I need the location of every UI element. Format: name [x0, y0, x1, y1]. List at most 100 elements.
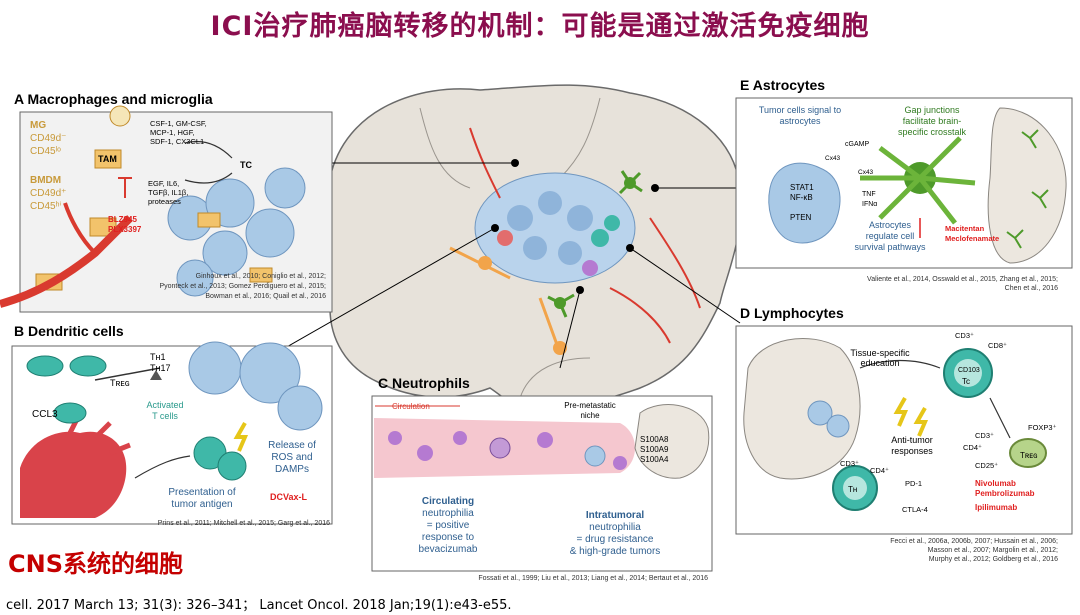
panel-b-presentation-1: Presentation of	[168, 487, 235, 498]
panel-e-cx43-a: Cx43	[825, 155, 841, 162]
connector-c-dot	[576, 286, 584, 294]
panel-d-arrow-education	[859, 359, 941, 369]
panel-a-bmdm-marker-2: CD45ʰⁱ	[30, 201, 61, 212]
panel-a-drug-2: PLX3397	[108, 225, 142, 234]
panel-a-factors-top-1: CSF-1, GM-CSF,	[150, 119, 207, 128]
panel-b-tcell-2	[69, 355, 107, 377]
panel-e-signal-2: astrocytes	[779, 116, 821, 126]
panel-e-gap-1: Gap junctions	[904, 105, 960, 115]
brain-fold-1	[419, 107, 471, 189]
panel-e-regulate-3: survival pathways	[854, 242, 926, 252]
panel-e-cx43-b: Cx43	[858, 169, 874, 176]
panel-e: E Astrocytes Tumor cells signal to astro…	[735, 77, 1073, 292]
panel-d-cd103: CD103	[958, 367, 980, 374]
panel-b-dcvax: DCVax-L	[270, 492, 308, 502]
panel-a-tumor-cell-5	[264, 167, 306, 209]
panel-b: B Dendritic cells Tʜ1 Tʜ17 Tʀᴇɢ CCL3 Act…	[11, 323, 333, 527]
panel-d-cd4: CD4⁺	[963, 443, 982, 452]
connector-a-dot	[511, 159, 519, 167]
panel-a-factors-bottom-2: TGFβ, IL1β,	[148, 188, 188, 197]
panel-c-s100a8: S100A8	[640, 435, 669, 444]
panel-c-niche-2: niche	[580, 411, 600, 420]
panel-e-title: E Astrocytes	[740, 77, 825, 93]
panel-e-cgamp: cGAMP	[845, 141, 869, 148]
panel-e-astrocyte-small-2	[1031, 189, 1049, 209]
panel-a-drug-1: BLZ945	[108, 215, 137, 224]
panel-a-tam-cell	[94, 149, 122, 169]
panel-a-factors-bottom-1: EGF, IL6,	[148, 179, 179, 188]
mechanism-figure: A Macrophages and microglia MG CD49d⁻	[0, 68, 1080, 588]
panel-c-neutrophil-1	[388, 431, 402, 445]
panel-d-drug-1: Nivolumab	[975, 479, 1016, 488]
panel-b-tcell-3	[53, 402, 87, 424]
panel-c-circ-1: Circulating	[422, 496, 474, 507]
panel-c-circ-5: bevacizumab	[419, 544, 478, 555]
panel-b-title: B Dendritic cells	[14, 323, 124, 339]
panel-a-refs-2: Pyonteck et al., 2013; Gomez Perdiguero …	[159, 283, 326, 290]
panel-d-cd3c: CD3⁺	[840, 459, 859, 468]
panel-b-activated-1: Activated	[146, 400, 183, 410]
panel-a-title: A Macrophages and microglia	[14, 91, 213, 107]
panel-a-mg-cell	[109, 105, 131, 127]
panel-e-mini-brain	[987, 107, 1067, 264]
tumor-tcell-1	[591, 229, 609, 247]
connector-e-dot	[651, 184, 659, 192]
panel-d-refs-1: Fecci et al., 2006a, 2006b, 2007; Hussai…	[890, 538, 1058, 545]
panel-e-drug-2: Meclofenamate	[945, 234, 999, 243]
panel-a-cells	[35, 105, 306, 297]
panel-d-cd8: CD8⁺	[988, 341, 1007, 350]
panel-b-balance-beam	[94, 367, 161, 381]
panel-d-title: D Lymphocytes	[740, 305, 844, 321]
panel-e-stat1: STAT1	[790, 183, 814, 192]
panel-e-ifna: IFNα	[862, 201, 877, 208]
panel-b-release-1: Release of	[268, 440, 316, 451]
panel-a: A Macrophages and microglia MG CD49d⁻	[0, 91, 333, 313]
panel-b-treg: Tʀᴇɢ	[110, 378, 130, 388]
panel-a-bmdm-marker-1: CD49d⁺	[30, 188, 66, 199]
tumor-cell-3	[567, 205, 593, 231]
panel-c-s100a9: S100A9	[640, 445, 669, 454]
panel-a-tc-label: TC	[240, 160, 252, 170]
tumor-cell-1	[507, 205, 533, 231]
panel-d-th-label: Tʜ	[848, 485, 857, 494]
brain-microglia-2	[553, 341, 567, 355]
panel-e-astrocyte-small-3	[1006, 229, 1024, 249]
panel-c-circ-4: response to	[422, 532, 475, 543]
brain-astrocyte-1-body	[624, 177, 636, 189]
panel-a-refs-3: Bowman et al., 2016; Quail et al., 2016	[205, 293, 326, 300]
panel-b-tcell-1	[26, 355, 64, 377]
tumor-tcell-2	[604, 215, 620, 231]
central-brain	[329, 84, 742, 419]
panel-c: C Neutrophils Circulation Pre-metastatic…	[371, 375, 713, 582]
panel-d-education-2: education	[860, 358, 899, 368]
panel-d-antitumor-2: responses	[891, 446, 933, 456]
panel-e-refs-1: Valiente et al., 2014, Osswald et al., 2…	[867, 276, 1058, 283]
connector-b	[249, 227, 496, 369]
connector-d	[629, 247, 741, 324]
brain-vessel-3	[609, 287, 671, 344]
panel-e-regulate-1: Astrocytes	[869, 220, 912, 230]
brain-astrocyte-1	[618, 170, 643, 195]
panel-b-release-3: DAMPs	[275, 464, 309, 475]
panel-b-balance-fulcrum	[150, 370, 162, 380]
panel-c-neutrophil-5	[537, 432, 553, 448]
panel-c-niche-neutrophil	[613, 456, 627, 470]
panel-d-treg-label: Tʀᴇɢ	[1020, 451, 1038, 460]
panel-a-tumor-cell-6	[176, 259, 214, 297]
panel-b-activated-2: T cells	[152, 411, 178, 421]
panel-b-th1: Tʜ1	[150, 352, 165, 362]
cns-cells-heading: CNS系统的细胞	[8, 550, 183, 578]
panel-c-title: C Neutrophils	[378, 375, 470, 391]
panel-c-s100a4: S100A4	[640, 455, 669, 464]
panel-d-drug-3: Ipilimumab	[975, 503, 1017, 512]
tumor-cell-4	[523, 236, 547, 260]
panel-e-astrocyte-small-1	[1021, 129, 1039, 149]
panel-e-gap-3: specific crosstalk	[898, 127, 967, 137]
panel-d-cd25: CD25⁺	[975, 461, 998, 470]
panel-d-tc-nucleus	[954, 359, 982, 387]
panel-d-ctla4: CTLA-4	[902, 505, 928, 514]
panel-e-signal-1: Tumor cells signal to	[759, 105, 841, 115]
brain-astrocyte-2-body	[554, 297, 566, 309]
panel-d-refs-3: Murphy et al., 2012; Goldberg et al., 20…	[929, 556, 1058, 563]
panel-e-gap-2: facilitate brain-	[903, 116, 962, 126]
